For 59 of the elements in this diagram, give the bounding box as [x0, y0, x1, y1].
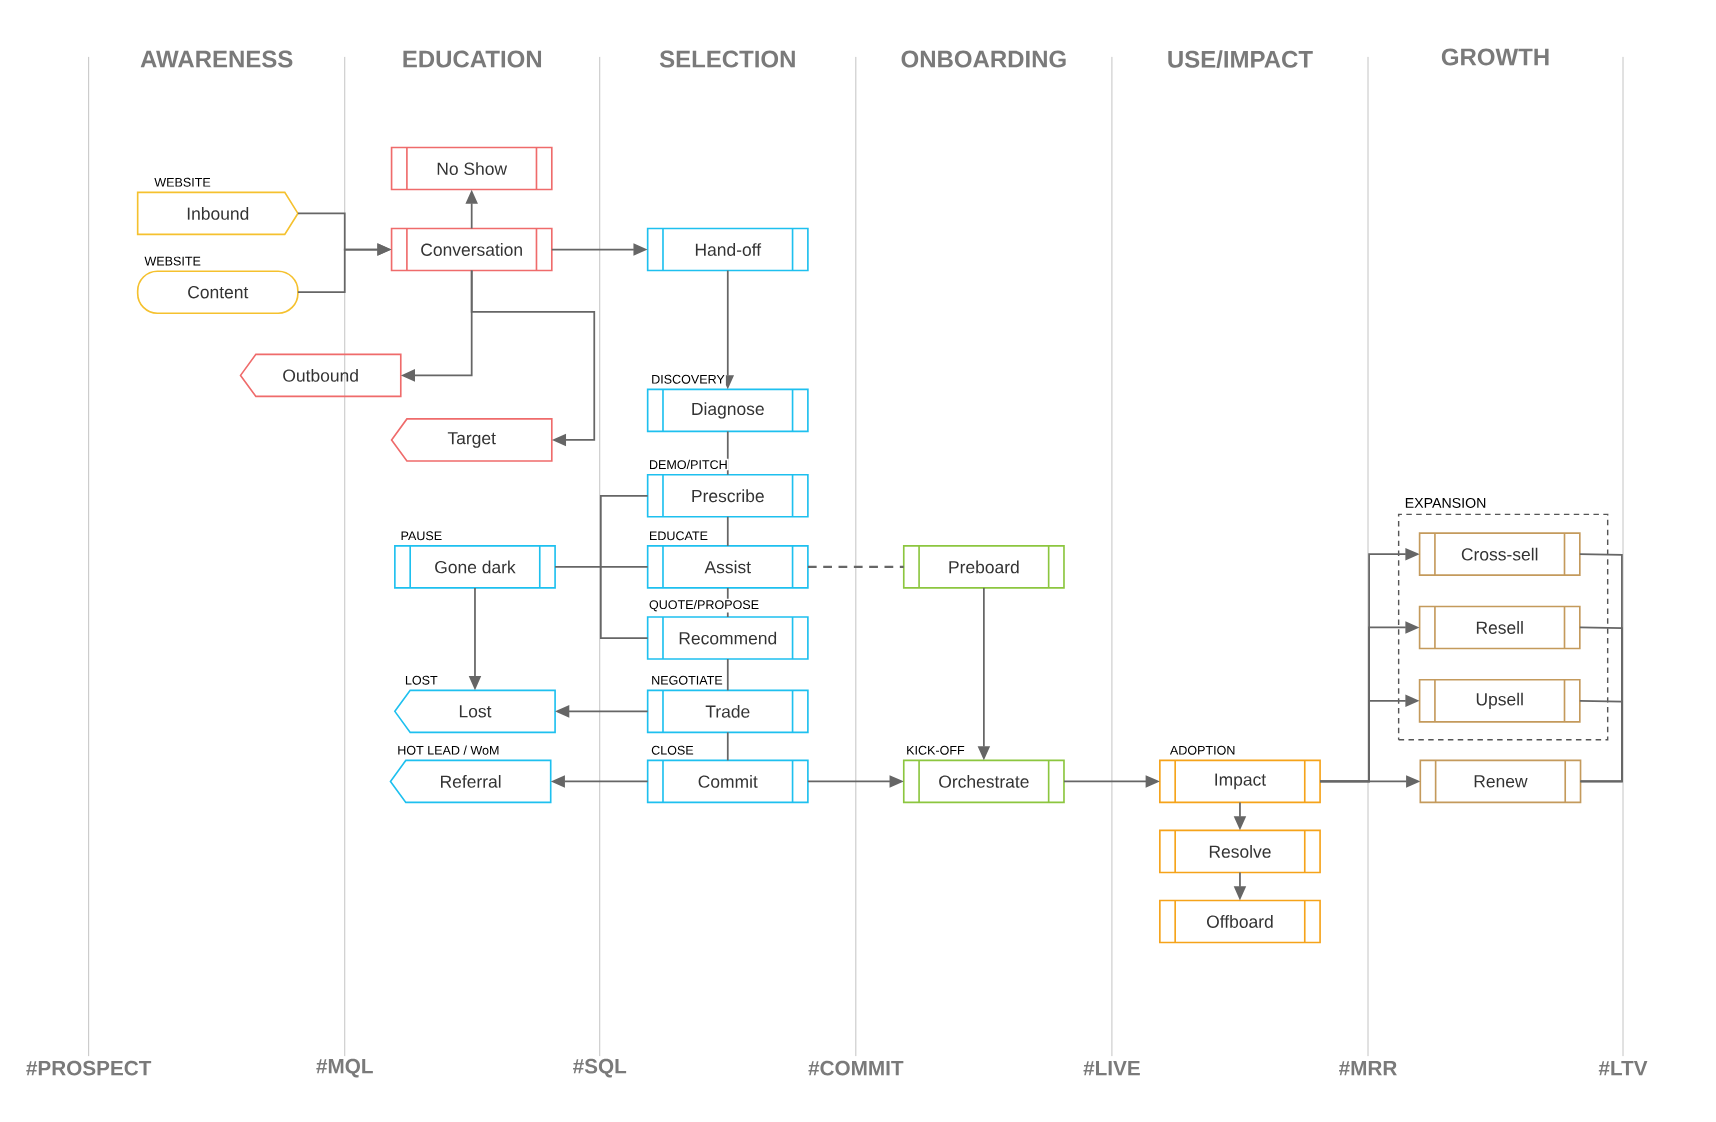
connector-line [726, 516, 729, 547]
process-box: Recommend [646, 616, 809, 660]
stage-label: DISCOVERY [650, 373, 726, 385]
connector-line [726, 658, 729, 692]
stage-label: LOST [403, 674, 439, 686]
stage-label: QUOTE/PROPOSE [647, 598, 761, 613]
stage-tag: #SQL [573, 1059, 627, 1078]
process-box: Upsell [1418, 679, 1581, 723]
process-box: Gone dark [394, 545, 556, 589]
stage-tag: #LTV [1598, 1061, 1648, 1076]
process-box: Impact [1159, 759, 1321, 804]
column-heading: SELECTION [659, 50, 795, 68]
stage-tag: #MRR [1339, 1061, 1397, 1076]
pointer-box: Inbound [136, 191, 299, 236]
stage-label: HOT LEAD / WoM [396, 744, 501, 756]
stage-tag: #PROSPECT [26, 1060, 152, 1076]
process-box: Preboard [902, 545, 1065, 589]
process-box: Trade [646, 689, 809, 734]
stage-tag: #COMMIT [808, 1060, 904, 1076]
process-box: Orchestrate [902, 759, 1065, 804]
column-heading: EDUCATION [403, 50, 542, 68]
process-box: Commit [646, 759, 809, 804]
stage-tag: #LIVE [1083, 1061, 1140, 1076]
process-box: Resell [1418, 605, 1581, 650]
dashed-connector [807, 565, 904, 569]
stage-label: WEBSITE [143, 255, 202, 267]
pointer-box: Outbound [239, 353, 402, 398]
stage-label: ADOPTION [1168, 744, 1237, 756]
process-box: Resolve [1159, 829, 1321, 874]
process-box: Diagnose [646, 388, 809, 433]
process-box: Hand-off [646, 227, 809, 272]
connector-line [599, 495, 649, 640]
column-heading: USE/IMPACT [1168, 50, 1313, 69]
stage-label: WEBSITE [153, 176, 212, 188]
connector-line [726, 731, 729, 762]
process-box: Assist [646, 545, 809, 589]
connector-line [554, 566, 649, 568]
pointer-box: Referral [389, 759, 552, 804]
connector-line [1578, 700, 1623, 783]
stage-label: KICK-OFF [905, 744, 966, 756]
stage-label: PAUSE [399, 530, 444, 542]
process-box: No Show [390, 146, 553, 191]
stage-label: NEGOTIATE [650, 674, 724, 686]
process-box: Conversation [390, 227, 553, 272]
pointer-box: Target [390, 418, 553, 462]
process-box: Offboard [1159, 899, 1321, 944]
stage-label: DEMO/PITCH [647, 458, 729, 471]
stage-label: CLOSE [650, 744, 695, 756]
process-box: Cross-sell [1418, 532, 1581, 577]
column-heading: GROWTH [1441, 48, 1549, 66]
column-heading: AWARENESS [140, 50, 293, 68]
stage-label: EDUCATE [647, 530, 710, 542]
arrow [470, 269, 596, 447]
stage-tag: #MQL [316, 1059, 373, 1078]
process-box: Renew [1419, 759, 1582, 804]
terminal-box: Content [136, 270, 299, 315]
process-box: Prescribe [646, 474, 809, 518]
node-label: EXPANSION [1405, 498, 1486, 509]
column-heading: ONBOARDING [901, 50, 1066, 68]
